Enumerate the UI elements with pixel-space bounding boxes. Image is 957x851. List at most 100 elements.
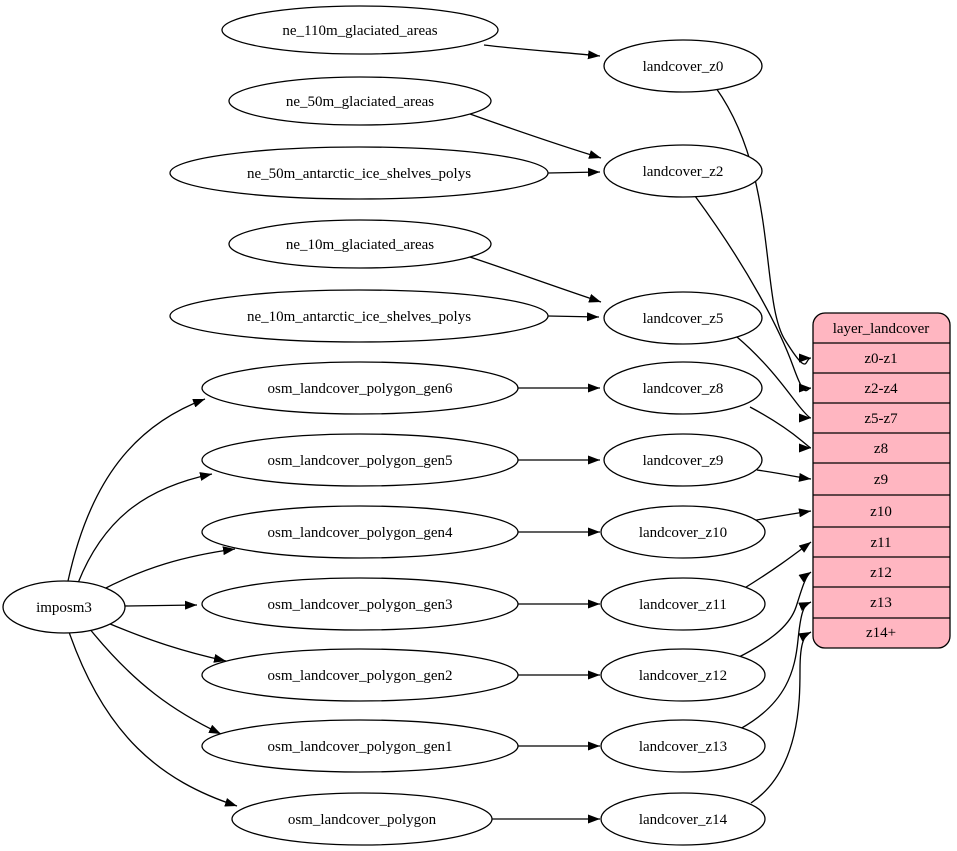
node-landcover-z14: landcover_z14	[600, 792, 766, 846]
node-shape	[201, 361, 519, 415]
node-shape	[201, 577, 519, 631]
node-label: landcover_z14	[639, 812, 728, 828]
node-shape	[228, 219, 492, 269]
node-label: ne_50m_antarctic_ice_shelves_polys	[247, 166, 471, 182]
node-label: osm_landcover_polygon_gen3	[268, 597, 453, 613]
node-osm-landcover-polygon: osm_landcover_polygon	[231, 792, 493, 846]
table-row-z13: z13	[870, 595, 892, 611]
edge-imposm3-polygon	[68, 631, 238, 807]
node-shape	[603, 144, 763, 198]
node-label: landcover_z5	[643, 311, 724, 327]
edge-z2-row	[694, 195, 812, 393]
node-landcover-z5: landcover_z5	[603, 291, 763, 345]
node-imposm3-shape	[2, 580, 126, 634]
layer-landcover-table-shape	[812, 312, 951, 649]
table-row-z12: z12	[870, 565, 892, 581]
node-label: landcover_z0	[643, 59, 724, 75]
node-shape	[603, 433, 763, 487]
node-shape	[600, 648, 766, 702]
edge-imposm3-gen2	[102, 620, 227, 663]
edge-z13-row	[739, 601, 812, 730]
edge-ne10mgl-z5	[469, 256, 602, 303]
node-label: landcover_z2	[643, 164, 724, 180]
node-label: landcover_z13	[639, 739, 727, 755]
edge-ne10mant-z5	[547, 312, 600, 322]
node-label: ne_10m_antarctic_ice_shelves_polys	[247, 309, 471, 325]
edge-z9-row	[756, 469, 812, 482]
node-imposm3: imposm3	[2, 580, 126, 634]
node-label: landcover_z11	[639, 597, 727, 613]
node-label: ne_110m_glaciated_areas	[282, 23, 437, 39]
edge-ne50mant-z2	[547, 167, 601, 177]
node-shape	[231, 792, 493, 846]
table-row-z8: z8	[874, 441, 888, 457]
edge-imposm3-gen4	[97, 546, 236, 593]
node-shape	[169, 146, 549, 200]
node-label: osm_landcover_polygon_gen6	[268, 381, 453, 397]
node-shape	[603, 361, 763, 415]
node-landcover-z8: landcover_z8	[603, 361, 763, 415]
edge-z10-row	[750, 508, 812, 522]
node-shape	[228, 76, 492, 126]
node-shape	[600, 577, 766, 631]
edge-z14-row	[750, 631, 812, 804]
node-landcover-z2: landcover_z2	[603, 144, 763, 198]
edge-z5-row	[736, 336, 812, 423]
table-row-z2-z4: z2-z4	[864, 381, 898, 397]
edge-ne110m-z0	[483, 44, 601, 60]
layer-landcover-table: layer_landcover z0-z1 z2-z4 z5-z7 z8 z9 …	[812, 312, 951, 649]
node-label: osm_landcover_polygon_gen1	[268, 739, 453, 755]
node-shape	[221, 5, 499, 55]
node-shape	[201, 648, 519, 702]
nodes-layer: imposm3 ne_110m_glaciated_areas ne_50m_g…	[2, 5, 766, 846]
node-label: landcover_z9	[643, 453, 724, 469]
node-label: ne_10m_glaciated_areas	[286, 237, 434, 253]
node-osm-landcover-polygon-gen6: osm_landcover_polygon_gen6	[201, 361, 519, 415]
node-landcover-z10: landcover_z10	[600, 505, 766, 559]
node-ne-50m-glaciated-areas: ne_50m_glaciated_areas	[228, 76, 492, 126]
edge-z0-row	[715, 87, 812, 365]
node-label: osm_landcover_polygon_gen2	[268, 668, 453, 684]
edges-layer	[67, 44, 812, 824]
node-label: osm_landcover_polygon_gen5	[268, 453, 453, 469]
node-shape	[201, 719, 519, 773]
node-landcover-z9: landcover_z9	[603, 433, 763, 487]
table-row-z9: z9	[874, 472, 888, 488]
node-ne-110m-glaciated-areas: ne_110m_glaciated_areas	[221, 5, 499, 55]
node-label: landcover_z10	[639, 525, 727, 541]
edge-imposm3-gen5	[77, 472, 213, 584]
table-title: layer_landcover	[833, 321, 930, 337]
node-landcover-z12: landcover_z12	[600, 648, 766, 702]
table-row-z10: z10	[870, 504, 892, 520]
node-ne-50m-antarctic-ice-shelves-polys: ne_50m_antarctic_ice_shelves_polys	[169, 146, 549, 200]
node-shape	[600, 792, 766, 846]
table-row-z5-z7: z5-z7	[864, 411, 898, 427]
node-shape	[201, 505, 519, 559]
node-shape	[201, 433, 519, 487]
node-osm-landcover-polygon-gen2: osm_landcover_polygon_gen2	[201, 648, 519, 702]
table-row-z11: z11	[870, 535, 891, 551]
node-landcover-z11: landcover_z11	[600, 577, 766, 631]
node-label: osm_landcover_polygon	[288, 812, 437, 828]
node-shape	[603, 291, 763, 345]
node-label: osm_landcover_polygon_gen4	[268, 525, 453, 541]
edge-imposm3-gen3	[124, 600, 198, 610]
edge-z8-row	[749, 406, 812, 453]
node-imposm3-label: imposm3	[36, 600, 92, 616]
node-osm-landcover-polygon-gen3: osm_landcover_polygon_gen3	[201, 577, 519, 631]
node-shape	[603, 39, 763, 93]
node-label: landcover_z8	[643, 381, 724, 397]
edge-z11-row	[742, 541, 812, 590]
node-ne-10m-antarctic-ice-shelves-polys: ne_10m_antarctic_ice_shelves_polys	[169, 289, 549, 343]
node-shape	[600, 505, 766, 559]
node-landcover-z0: landcover_z0	[603, 39, 763, 93]
table-row-z14plus: z14+	[866, 625, 896, 641]
node-osm-landcover-polygon-gen5: osm_landcover_polygon_gen5	[201, 433, 519, 487]
edge-imposm3-gen1	[88, 627, 222, 735]
edge-imposm3-gen6	[67, 398, 206, 582]
node-osm-landcover-polygon-gen4: osm_landcover_polygon_gen4	[201, 505, 519, 559]
node-landcover-z13: landcover_z13	[600, 719, 766, 773]
node-label: landcover_z12	[639, 668, 727, 684]
node-ne-10m-glaciated-areas: ne_10m_glaciated_areas	[228, 219, 492, 269]
